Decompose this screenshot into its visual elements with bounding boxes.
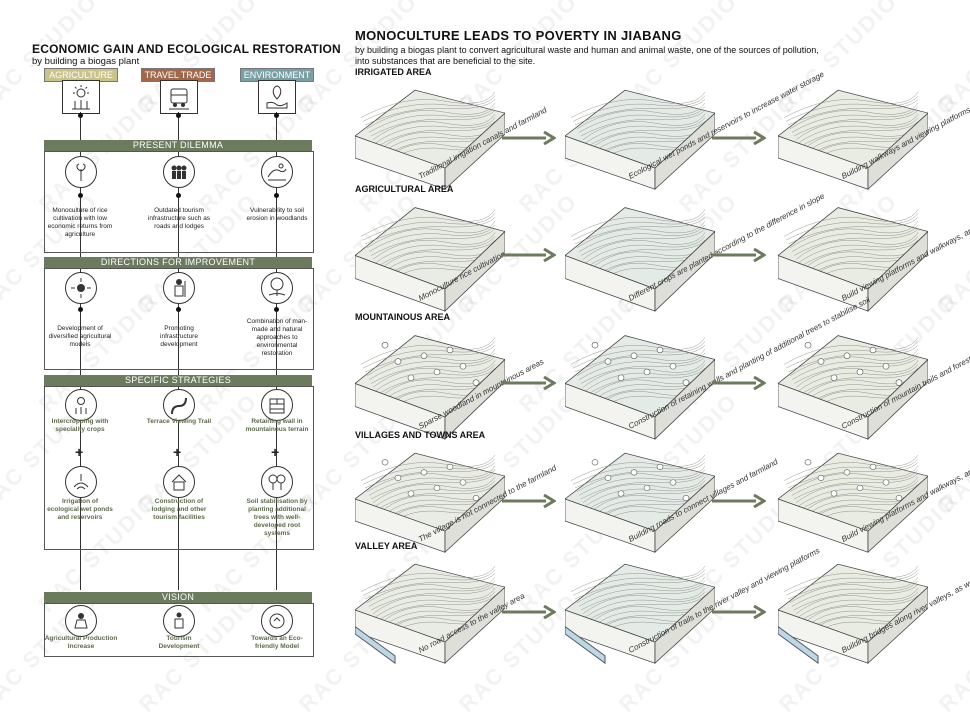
connector-line-left bbox=[80, 112, 81, 590]
hand-leaf-icon bbox=[258, 80, 296, 114]
dot bbox=[78, 193, 83, 198]
arrow-right-icon bbox=[500, 247, 557, 267]
bus-icon bbox=[160, 80, 198, 114]
area-heading: MOUNTAINOUS AREA bbox=[355, 312, 450, 322]
terrain-block bbox=[777, 326, 929, 441]
arrow-right-icon bbox=[500, 130, 557, 150]
arrow-right-icon bbox=[500, 493, 557, 513]
irrigation-icon bbox=[65, 466, 97, 498]
watermark-text: RAC STUDIO bbox=[933, 388, 970, 517]
terrain-block bbox=[564, 326, 716, 441]
left-title: ECONOMIC GAIN AND ECOLOGICAL RESTORATION bbox=[32, 42, 341, 56]
section-directions-for-improvement: DIRECTIONS FOR IMPROVEMENT bbox=[44, 257, 312, 268]
erosion-icon bbox=[261, 156, 293, 188]
section-present-dilemma: PRESENT DILEMMA bbox=[44, 140, 312, 151]
connector-line-middle bbox=[178, 112, 179, 590]
watermark-text: RAC STUDIO bbox=[133, 0, 263, 117]
terrain-block bbox=[564, 81, 716, 191]
terrain-block bbox=[354, 326, 506, 441]
connector-line-right bbox=[276, 112, 277, 590]
house-icon bbox=[163, 466, 195, 498]
vision-text-3: Towards an Eco-friendly Model bbox=[251, 635, 303, 650]
terrain-block bbox=[354, 555, 506, 665]
diversify-icon bbox=[65, 272, 97, 304]
watermark-text: RAC STUDIO bbox=[933, 588, 970, 717]
strategy-top-1: Intercropping with speciality crops bbox=[51, 418, 109, 433]
watermark-text: RAC STUDIO bbox=[933, 188, 970, 317]
strategy-bottom-3: Soil stabilisation by planting additiona… bbox=[246, 498, 308, 537]
plus-icon: + bbox=[75, 444, 84, 460]
dilemma-text-3: Vulnerability to soil erosion in woodlan… bbox=[246, 207, 308, 222]
dot bbox=[274, 113, 279, 118]
area-heading: IRRIGATED AREA bbox=[355, 67, 432, 77]
tourism-icon bbox=[163, 605, 195, 637]
vision-text-1: Agricultural Production Increase bbox=[44, 635, 118, 650]
recycle-icon bbox=[261, 605, 293, 637]
direction-text-1: Development of diversified agricultural … bbox=[48, 325, 112, 348]
arrow-right-icon bbox=[710, 604, 767, 624]
terrain-block bbox=[354, 81, 506, 191]
vision-frame bbox=[44, 603, 314, 657]
dilemma-frame bbox=[44, 151, 314, 253]
right-title: MONOCULTURE LEADS TO POVERTY IN JIABANG bbox=[355, 28, 682, 43]
harvest-icon bbox=[65, 605, 97, 637]
directions-frame bbox=[44, 268, 314, 370]
strategies-frame bbox=[44, 386, 314, 550]
strategy-top-3: Retaining wall in mountainous terrain bbox=[245, 418, 309, 433]
dot bbox=[274, 193, 279, 198]
left-subtitle: by building a biogas plant bbox=[32, 56, 140, 67]
terrain-block bbox=[777, 555, 929, 665]
arrow-right-icon bbox=[710, 130, 767, 150]
arrow-right-icon bbox=[500, 604, 557, 624]
terrain-block bbox=[777, 81, 929, 191]
terrain-block bbox=[354, 198, 506, 313]
tree-hand-icon bbox=[261, 272, 293, 304]
dot bbox=[78, 307, 83, 312]
people-icon bbox=[163, 156, 195, 188]
intercrop-icon bbox=[65, 389, 97, 421]
worker-icon bbox=[163, 272, 195, 304]
plus-icon: + bbox=[271, 444, 280, 460]
area-heading: VALLEY AREA bbox=[355, 541, 418, 551]
strategy-bottom-1: Irrigation of ecological wet ponds and r… bbox=[47, 498, 113, 521]
terrain-block bbox=[564, 198, 716, 313]
strategy-top-2: Terrace Viewing Trail bbox=[146, 418, 212, 425]
dot bbox=[78, 113, 83, 118]
terrain-block bbox=[777, 198, 929, 313]
arrow-right-icon bbox=[500, 375, 557, 395]
area-heading: VILLAGES AND TOWNS AREA bbox=[355, 430, 486, 440]
terrain-block bbox=[354, 444, 506, 554]
arrow-right-icon bbox=[710, 375, 767, 395]
plant-icon bbox=[65, 156, 97, 188]
strategy-bottom-2: Construction of lodging and other touris… bbox=[151, 498, 207, 521]
trail-icon bbox=[163, 389, 195, 421]
dot bbox=[274, 307, 279, 312]
direction-text-2: Promoting infrastructure development bbox=[160, 325, 198, 348]
direction-text-3: Combination of man-made and natural appr… bbox=[246, 318, 308, 357]
terrain-block bbox=[564, 555, 716, 665]
terrain-block bbox=[564, 444, 716, 554]
dilemma-text-1: Monoculture of rice cultivation with low… bbox=[47, 207, 113, 238]
dot bbox=[176, 193, 181, 198]
dilemma-text-2: Outdated tourism infrastructure such as … bbox=[147, 207, 211, 230]
plus-icon: + bbox=[173, 444, 182, 460]
section-specific-strategies: SPECIFIC STRATEGIES bbox=[44, 375, 312, 386]
watermark-text: RAC STUDIO bbox=[933, 0, 970, 117]
arrow-right-icon bbox=[710, 247, 767, 267]
trees-icon bbox=[261, 466, 293, 498]
dot bbox=[176, 307, 181, 312]
right-subtitle: by building a biogas plant to convert ag… bbox=[355, 45, 819, 66]
sun-crop-icon bbox=[62, 80, 100, 114]
section-vision: VISION bbox=[44, 592, 312, 603]
area-heading: AGRICULTURAL AREA bbox=[355, 184, 454, 194]
arrow-right-icon bbox=[710, 493, 767, 513]
vision-text-2: Tourism Development bbox=[158, 635, 200, 650]
dot bbox=[176, 113, 181, 118]
wall-icon bbox=[261, 389, 293, 421]
